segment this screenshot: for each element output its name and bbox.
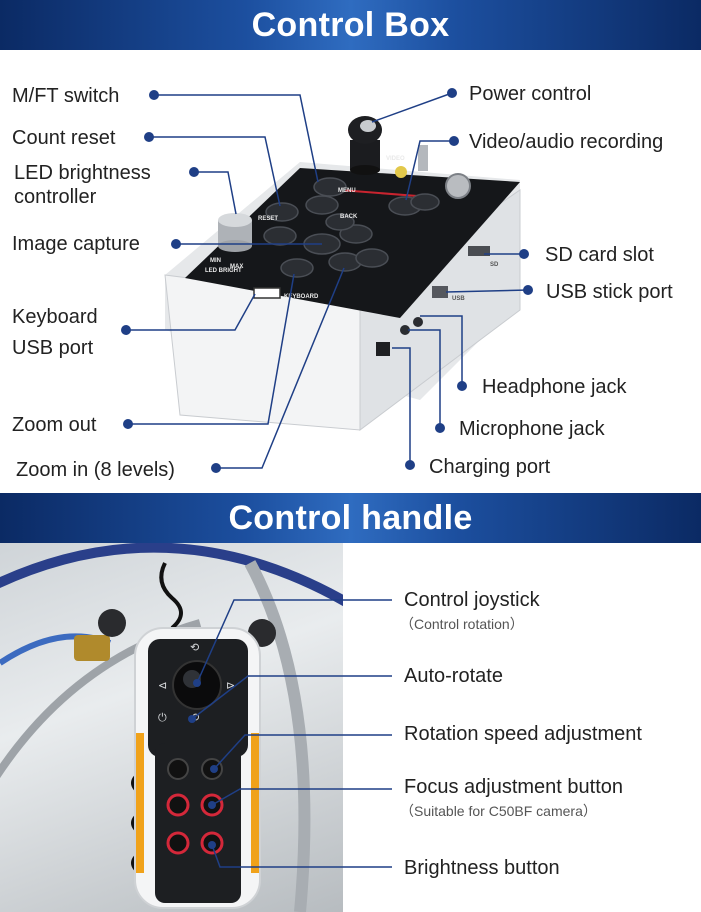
side-label-usb: USB (452, 296, 465, 302)
zoom-out-button[interactable] (280, 258, 314, 278)
leader-keyboard (126, 293, 256, 331)
panel-label-menu: MENU (338, 188, 356, 194)
leader-count-reset (149, 136, 281, 207)
leader-microphone (408, 329, 441, 428)
panel-label-led-bright: LED BRIGHT (205, 268, 242, 274)
leader-zoom-in (216, 267, 345, 469)
leader-power (371, 92, 453, 123)
leader-led (194, 171, 237, 215)
label-focus-adjustment-sub: （Suitable for C50BF camera） (400, 803, 597, 819)
side-label-sd: SD (490, 262, 499, 268)
label-control-joystick: Control joystick (404, 589, 540, 611)
video-rca-jack (395, 166, 407, 178)
leader-usb (445, 289, 529, 293)
svg-text:⟲: ⟲ (190, 641, 199, 654)
nav-down-button[interactable] (355, 248, 389, 268)
svg-text:⊲: ⊲ (158, 679, 167, 692)
control-handle-title: Control handle (228, 498, 473, 537)
reset-button[interactable] (265, 202, 299, 222)
leader-focus (211, 788, 392, 806)
panel-label-reset: RESET (258, 216, 278, 222)
label-count-reset: Count reset (12, 127, 116, 149)
label-zoom-in: Zoom in (8 levels) (16, 459, 175, 481)
charging-port[interactable] (376, 342, 390, 356)
label-led-brightness-1: LED brightness (14, 162, 151, 184)
video-connector (445, 173, 471, 199)
control-box-banner: Control Box (0, 0, 701, 50)
control-box-title: Control Box (251, 5, 450, 44)
label-auto-rotate: Auto-rotate (404, 665, 503, 687)
led-brightness-knob[interactable] (218, 213, 252, 252)
menu-button[interactable] (305, 195, 339, 215)
label-sd-card: SD card slot (545, 244, 654, 266)
label-brightness-button: Brightness button (404, 857, 560, 879)
power-control-knob[interactable] (348, 116, 382, 175)
back-button[interactable] (410, 193, 440, 211)
headphone-jack[interactable] (413, 317, 423, 327)
label-control-joystick-sub: （Control rotation） (400, 616, 524, 632)
label-image-capture: Image capture (12, 233, 140, 255)
control-box-device (164, 116, 521, 431)
mft-switch-button[interactable] (313, 177, 347, 197)
control-handle-banner: Control handle (0, 493, 701, 543)
panel-label-led-min: MIN (210, 258, 221, 264)
sd-card-slot[interactable] (468, 246, 490, 256)
leader-rotation-speed (213, 734, 392, 770)
nav-left-button[interactable] (263, 226, 297, 246)
label-charging: Charging port (429, 456, 551, 478)
keyboard-usb-port[interactable] (253, 287, 281, 299)
label-mft-switch: M/FT switch (12, 85, 120, 107)
nav-right-button[interactable] (339, 224, 373, 244)
leader-mft (154, 94, 319, 183)
leader-auto-rotate (191, 675, 392, 720)
microphone-jack[interactable] (400, 325, 410, 335)
leader-zoom-out (128, 273, 295, 425)
label-usb-stick: USB stick port (546, 281, 673, 303)
label-zoom-out: Zoom out (12, 414, 97, 436)
leader-headphone (420, 315, 463, 386)
svg-text:⏻: ⏻ (158, 711, 167, 724)
leader-charging (392, 347, 411, 465)
label-keyboard-usb-1: Keyboard (12, 306, 98, 328)
leader-video (405, 140, 454, 201)
label-rotation-speed: Rotation speed adjustment (404, 723, 642, 745)
leader-brightness (211, 844, 392, 868)
label-headphone: Headphone jack (482, 376, 627, 398)
panel-label-led-max: MAX (230, 264, 243, 270)
usb-stick-port[interactable] (432, 286, 448, 298)
panel-label-back: BACK (340, 214, 358, 220)
label-led-brightness-2: controller (14, 186, 97, 208)
label-video-audio: Video/audio recording (469, 131, 664, 153)
svg-text:⊳: ⊳ (226, 679, 235, 692)
leader-joystick (196, 599, 392, 684)
panel-label-keyboard: KEYBOARD (284, 294, 319, 300)
panel-label-video: VIDEO (386, 156, 405, 162)
label-power-control: Power control (469, 83, 592, 105)
label-keyboard-usb-2: USB port (12, 337, 94, 359)
nav-up-button[interactable] (325, 213, 355, 231)
label-focus-adjustment: Focus adjustment button (404, 776, 624, 798)
toggle-switch[interactable] (418, 145, 428, 171)
control-handle-photo: ⟲ ⊲ ⊳ ⏻ ⟲ (0, 543, 343, 912)
label-microphone: Microphone jack (459, 418, 605, 440)
